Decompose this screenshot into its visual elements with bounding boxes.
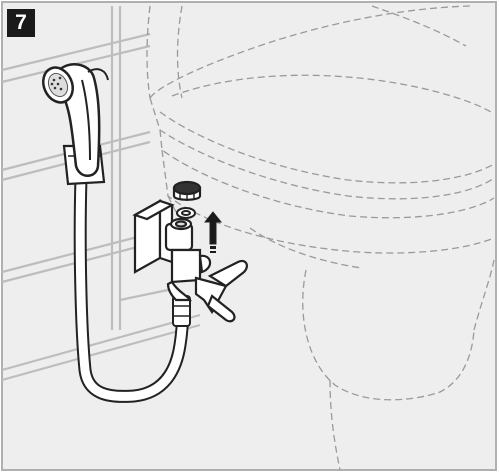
valve-cap-icon [172, 180, 202, 201]
seal-washer-icon [176, 207, 196, 219]
toilet-outline-icon [146, 5, 495, 471]
angle-valve-icon [132, 199, 248, 323]
arrow-up-icon [203, 211, 223, 253]
step-number-badge: 7 [7, 9, 35, 37]
hand-shower-icon [42, 63, 109, 177]
